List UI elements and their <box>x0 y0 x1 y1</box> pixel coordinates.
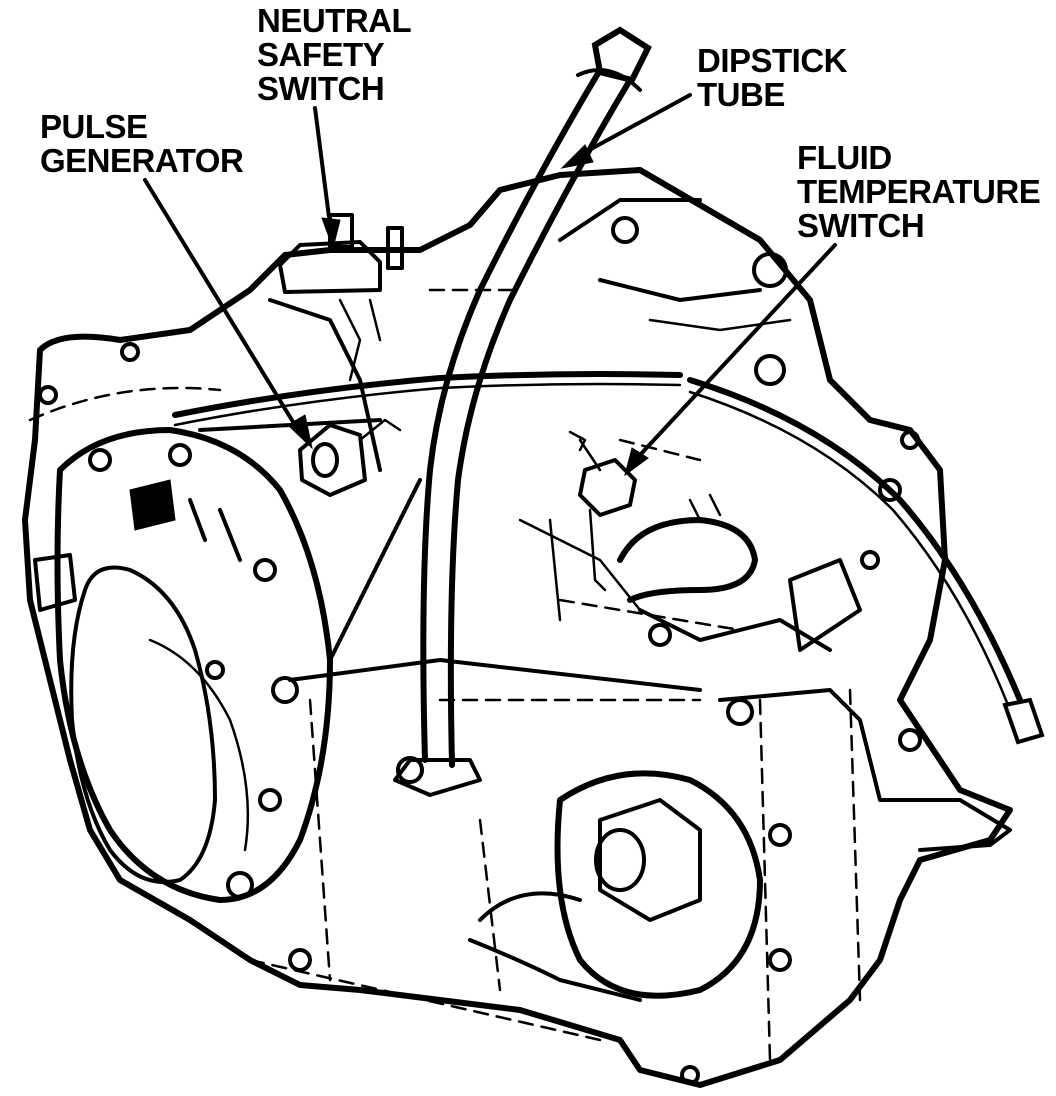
neutral-safety-switch <box>278 213 404 382</box>
label-line: SWITCH <box>797 207 925 244</box>
label-line: TUBE <box>697 76 785 113</box>
label-fluid-temperature-switch: FLUID TEMPERATURE SWITCH <box>797 139 1041 244</box>
label-line: SAFETY <box>257 36 385 73</box>
label-line: GENERATOR <box>40 142 244 179</box>
wire-harness <box>172 371 1045 745</box>
fluid-temperature-switch <box>548 430 758 622</box>
label-pulse-generator: PULSE GENERATOR <box>40 108 244 179</box>
label-line: NEUTRAL <box>257 2 412 39</box>
housing-bolts <box>38 216 922 1085</box>
dipstick-tube <box>393 26 652 797</box>
label-line: TEMPERATURE <box>797 173 1041 210</box>
leader-lines <box>143 93 837 477</box>
pulse-generator <box>298 418 402 497</box>
label-dipstick-tube: DIPSTICK TUBE <box>697 42 848 113</box>
transaxle-housing <box>22 167 1013 1088</box>
label-neutral-safety-switch: NEUTRAL SAFETY SWITCH <box>257 2 412 107</box>
label-line: PULSE <box>40 108 148 145</box>
label-line: FLUID <box>797 139 892 176</box>
label-line: SWITCH <box>257 70 385 107</box>
label-line: DIPSTICK <box>697 42 848 79</box>
